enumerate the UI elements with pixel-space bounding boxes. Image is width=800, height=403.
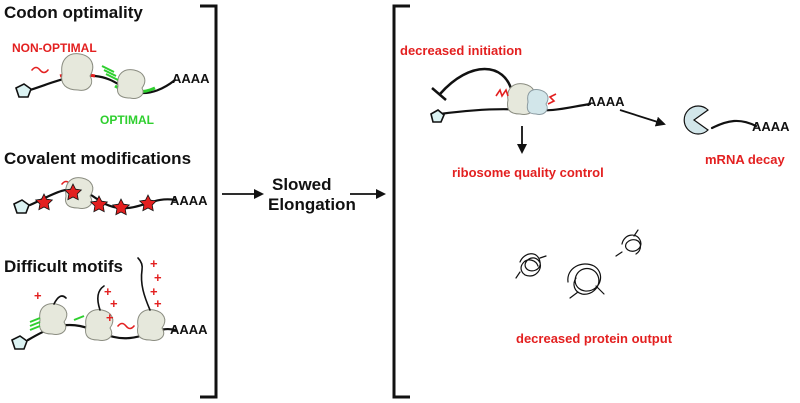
ribosome xyxy=(39,303,68,335)
modification-star-icon xyxy=(138,194,158,212)
modification-star-icon xyxy=(34,193,54,211)
elongation-label: Elongation xyxy=(268,195,356,214)
difficult-motifs-section: Difficult motifs + + + + + xyxy=(4,256,208,350)
cap-pentagon-icon xyxy=(13,199,30,214)
poly-a-tail: AAAA xyxy=(170,322,208,337)
ribosome xyxy=(137,309,166,341)
plus-charge-icon: + xyxy=(34,288,42,303)
plus-charge-icon: + xyxy=(104,284,112,299)
stall-zigzag-icon xyxy=(547,93,557,105)
poly-a-tail: AAAA xyxy=(170,193,208,208)
plus-charge-icon: + xyxy=(106,310,114,325)
cap-pentagon-icon xyxy=(15,83,32,98)
decay-poly-a-tail: AAAA xyxy=(752,119,790,134)
plus-charge-icon: + xyxy=(110,296,118,311)
inhibition-arc xyxy=(439,67,514,95)
slowed-label: Slowed xyxy=(272,175,332,194)
protein-tangle-icon xyxy=(515,253,547,279)
nascent-chain xyxy=(53,295,67,305)
modification-star-icon xyxy=(111,198,131,216)
plus-charge-icon: + xyxy=(150,256,158,271)
difficult-motifs-title: Difficult motifs xyxy=(4,257,123,276)
protein-tangle-icon xyxy=(567,263,605,299)
non-optimal-label: NON-OPTIMAL xyxy=(12,41,97,55)
decreased-protein-output-label: decreased protein output xyxy=(516,331,673,346)
positive-charges: + + + + + + + + xyxy=(34,256,162,325)
trna-marks xyxy=(29,315,85,331)
plus-charge-icon: + xyxy=(150,284,158,299)
ribosome xyxy=(85,309,114,341)
inhibition-bar xyxy=(431,87,447,101)
nascent-chain xyxy=(137,257,151,311)
modification-stars xyxy=(34,183,158,216)
left-panel: Codon optimality NON-OPTIMAL AAAA OPTIMA… xyxy=(4,3,218,399)
cap-pentagon-icon xyxy=(11,335,28,350)
plus-charge-icon: + xyxy=(154,296,162,311)
protein-tangles xyxy=(515,229,642,299)
protein-tangle-icon xyxy=(615,229,642,257)
codon-optimality-title: Codon optimality xyxy=(4,3,143,22)
center-section: Slowed Elongation xyxy=(222,175,386,214)
poly-a-tail: AAAA xyxy=(172,71,210,86)
cap-pentagon-icon xyxy=(430,109,445,123)
plus-charge-icon: + xyxy=(154,270,162,285)
right-panel: decreased initiation AAAA ribosome quali… xyxy=(392,4,790,399)
trna-marks xyxy=(101,65,119,81)
modification-star-icon xyxy=(63,183,83,201)
right-bracket xyxy=(392,4,410,399)
codon-optimality-section: Codon optimality NON-OPTIMAL AAAA OPTIMA… xyxy=(4,3,210,127)
nascent-chain xyxy=(97,285,105,311)
non-optimal-squiggle xyxy=(31,66,49,74)
ribosome xyxy=(61,53,94,91)
optimal-label: OPTIMAL xyxy=(100,113,154,127)
decreased-initiation-label: decreased initiation xyxy=(400,43,522,58)
mrna-decay-label: mRNA decay xyxy=(705,152,785,167)
collided-ribosome xyxy=(526,89,549,115)
poly-a-tail: AAAA xyxy=(587,94,625,109)
modification-star-icon xyxy=(89,195,109,213)
covalent-modifications-section: Covalent modifications AAAA xyxy=(4,149,208,216)
left-bracket xyxy=(200,4,218,399)
exonuclease-icon xyxy=(683,105,709,135)
mrna-strand xyxy=(28,74,177,95)
ribosome-quality-control-label: ribosome quality control xyxy=(452,165,604,180)
ribosome xyxy=(117,69,146,99)
motif-squiggle xyxy=(117,322,135,330)
decaying-mrna-strand xyxy=(710,119,758,130)
arrow-right-icon xyxy=(619,109,666,127)
stall-zigzag-icon xyxy=(495,88,509,98)
covalent-modifications-title: Covalent modifications xyxy=(4,149,191,168)
